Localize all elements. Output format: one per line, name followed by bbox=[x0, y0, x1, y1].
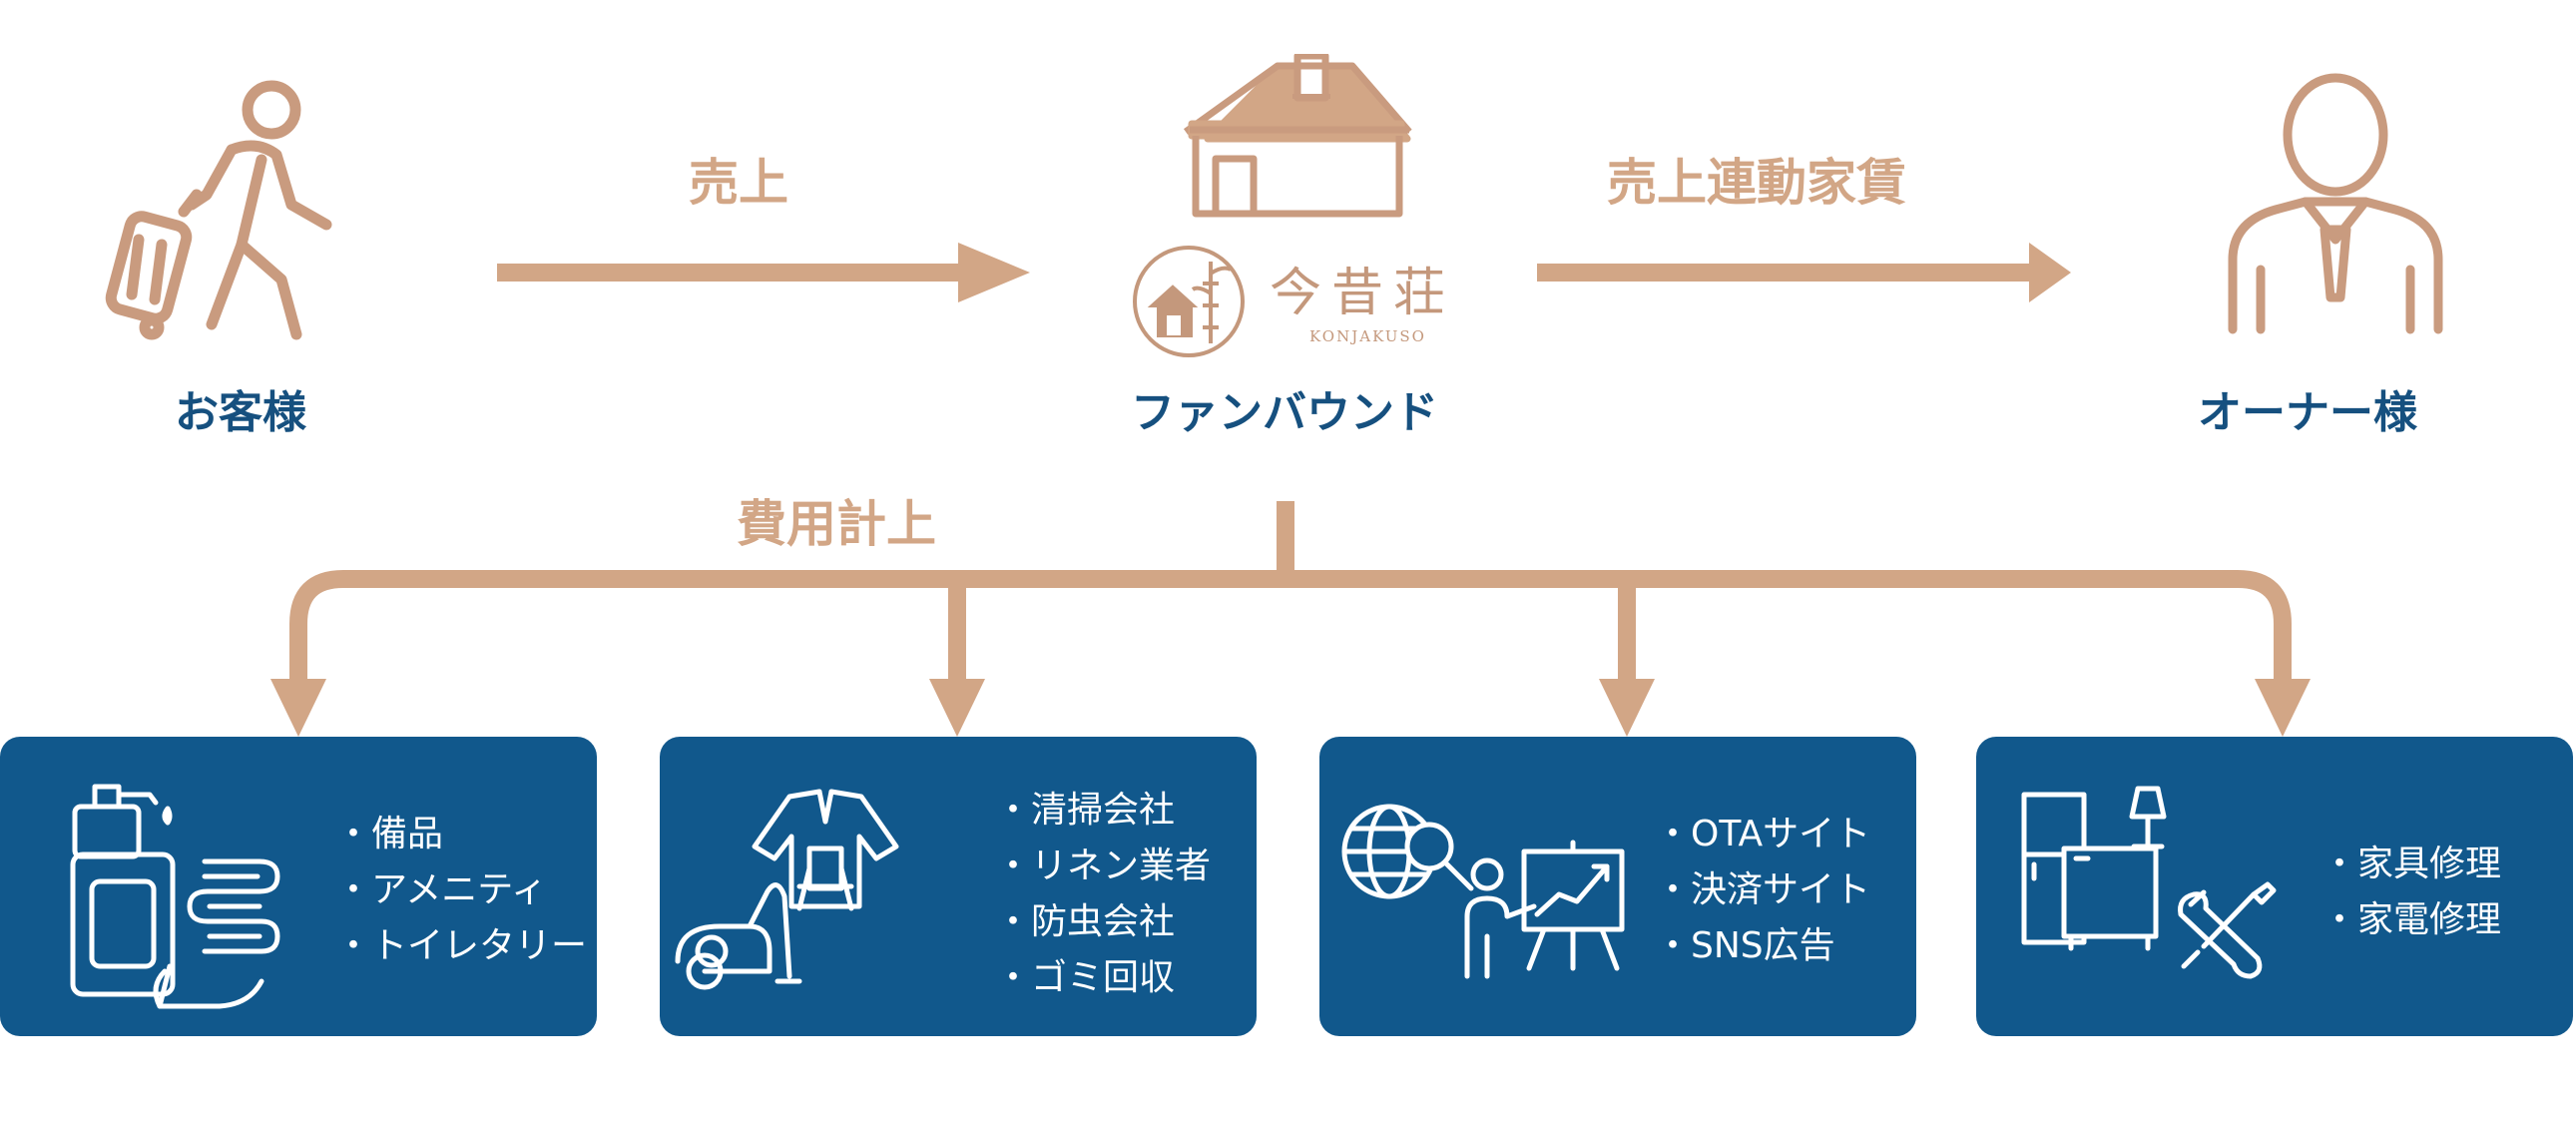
node-customer: お客様 bbox=[175, 387, 306, 438]
branch-drop-3 bbox=[1618, 587, 1636, 683]
card-cleaning: 清掃会社 リネン業者 防虫会社 ゴミ回収 bbox=[660, 737, 1257, 1036]
flow-sales-label: 売上 bbox=[689, 154, 788, 212]
list-item: 家具修理 bbox=[2321, 837, 2501, 892]
card-amenity-list: 備品 アメニティ トイレタリー bbox=[335, 807, 587, 974]
list-item: ゴミ回収 bbox=[995, 950, 1211, 1006]
traveler-icon bbox=[105, 80, 332, 340]
list-item: リネン業者 bbox=[995, 839, 1211, 894]
card-repair-list: 家具修理 家電修理 bbox=[2321, 837, 2501, 948]
card-marketing: OTAサイト 決済サイト SNS広告 bbox=[1319, 737, 1916, 1036]
list-item: 家電修理 bbox=[2321, 892, 2501, 948]
sales-arrow-shaft bbox=[497, 264, 968, 282]
rent-arrow-head bbox=[2029, 243, 2071, 302]
card-repair: 家具修理 家電修理 bbox=[1976, 737, 2573, 1036]
marketing-icon bbox=[1341, 804, 1625, 979]
list-item: SNS広告 bbox=[1655, 918, 1870, 974]
expense-trunk bbox=[1277, 501, 1294, 579]
list-item: 防虫会社 bbox=[995, 894, 1211, 950]
list-item: OTAサイト bbox=[1655, 807, 1870, 862]
rent-arrow-shaft bbox=[1537, 264, 2039, 282]
list-item: アメニティ bbox=[335, 862, 587, 918]
brand-sub: KONJAKUSO bbox=[1309, 327, 1426, 345]
list-item: 備品 bbox=[335, 807, 587, 862]
node-owner: オーナー様 bbox=[2198, 387, 2417, 438]
flow-rent-label: 売上連動家賃 bbox=[1607, 154, 1906, 212]
brand-name: 今昔荘 bbox=[1270, 264, 1456, 323]
card-cleaning-list: 清掃会社 リネン業者 防虫会社 ゴミ回収 bbox=[995, 783, 1211, 1006]
list-item: 決済サイト bbox=[1655, 862, 1870, 918]
list-item: トイレタリー bbox=[335, 918, 587, 974]
branch-drop-2 bbox=[948, 587, 966, 683]
owner-icon bbox=[2228, 73, 2443, 334]
list-item: 清掃会社 bbox=[995, 783, 1211, 839]
node-company: ファンバウンド bbox=[1131, 387, 1438, 438]
card-amenity: 備品 アメニティ トイレタリー bbox=[0, 737, 597, 1036]
flow-expense-label: 費用計上 bbox=[737, 495, 936, 553]
expense-branch-bar bbox=[289, 570, 2292, 685]
branch-arrow-1 bbox=[270, 679, 326, 737]
card-marketing-list: OTAサイト 決済サイト SNS広告 bbox=[1655, 807, 1870, 974]
amenity-icon bbox=[70, 784, 280, 1009]
house-icon bbox=[1183, 54, 1412, 218]
repair-icon bbox=[2021, 786, 2277, 979]
branch-arrow-4 bbox=[2255, 679, 2311, 737]
sales-arrow-head bbox=[958, 243, 1030, 302]
cleaning-icon bbox=[675, 789, 899, 990]
branch-arrow-2 bbox=[929, 679, 985, 737]
konjakuso-logo bbox=[1133, 246, 1245, 357]
branch-arrow-3 bbox=[1599, 679, 1655, 737]
